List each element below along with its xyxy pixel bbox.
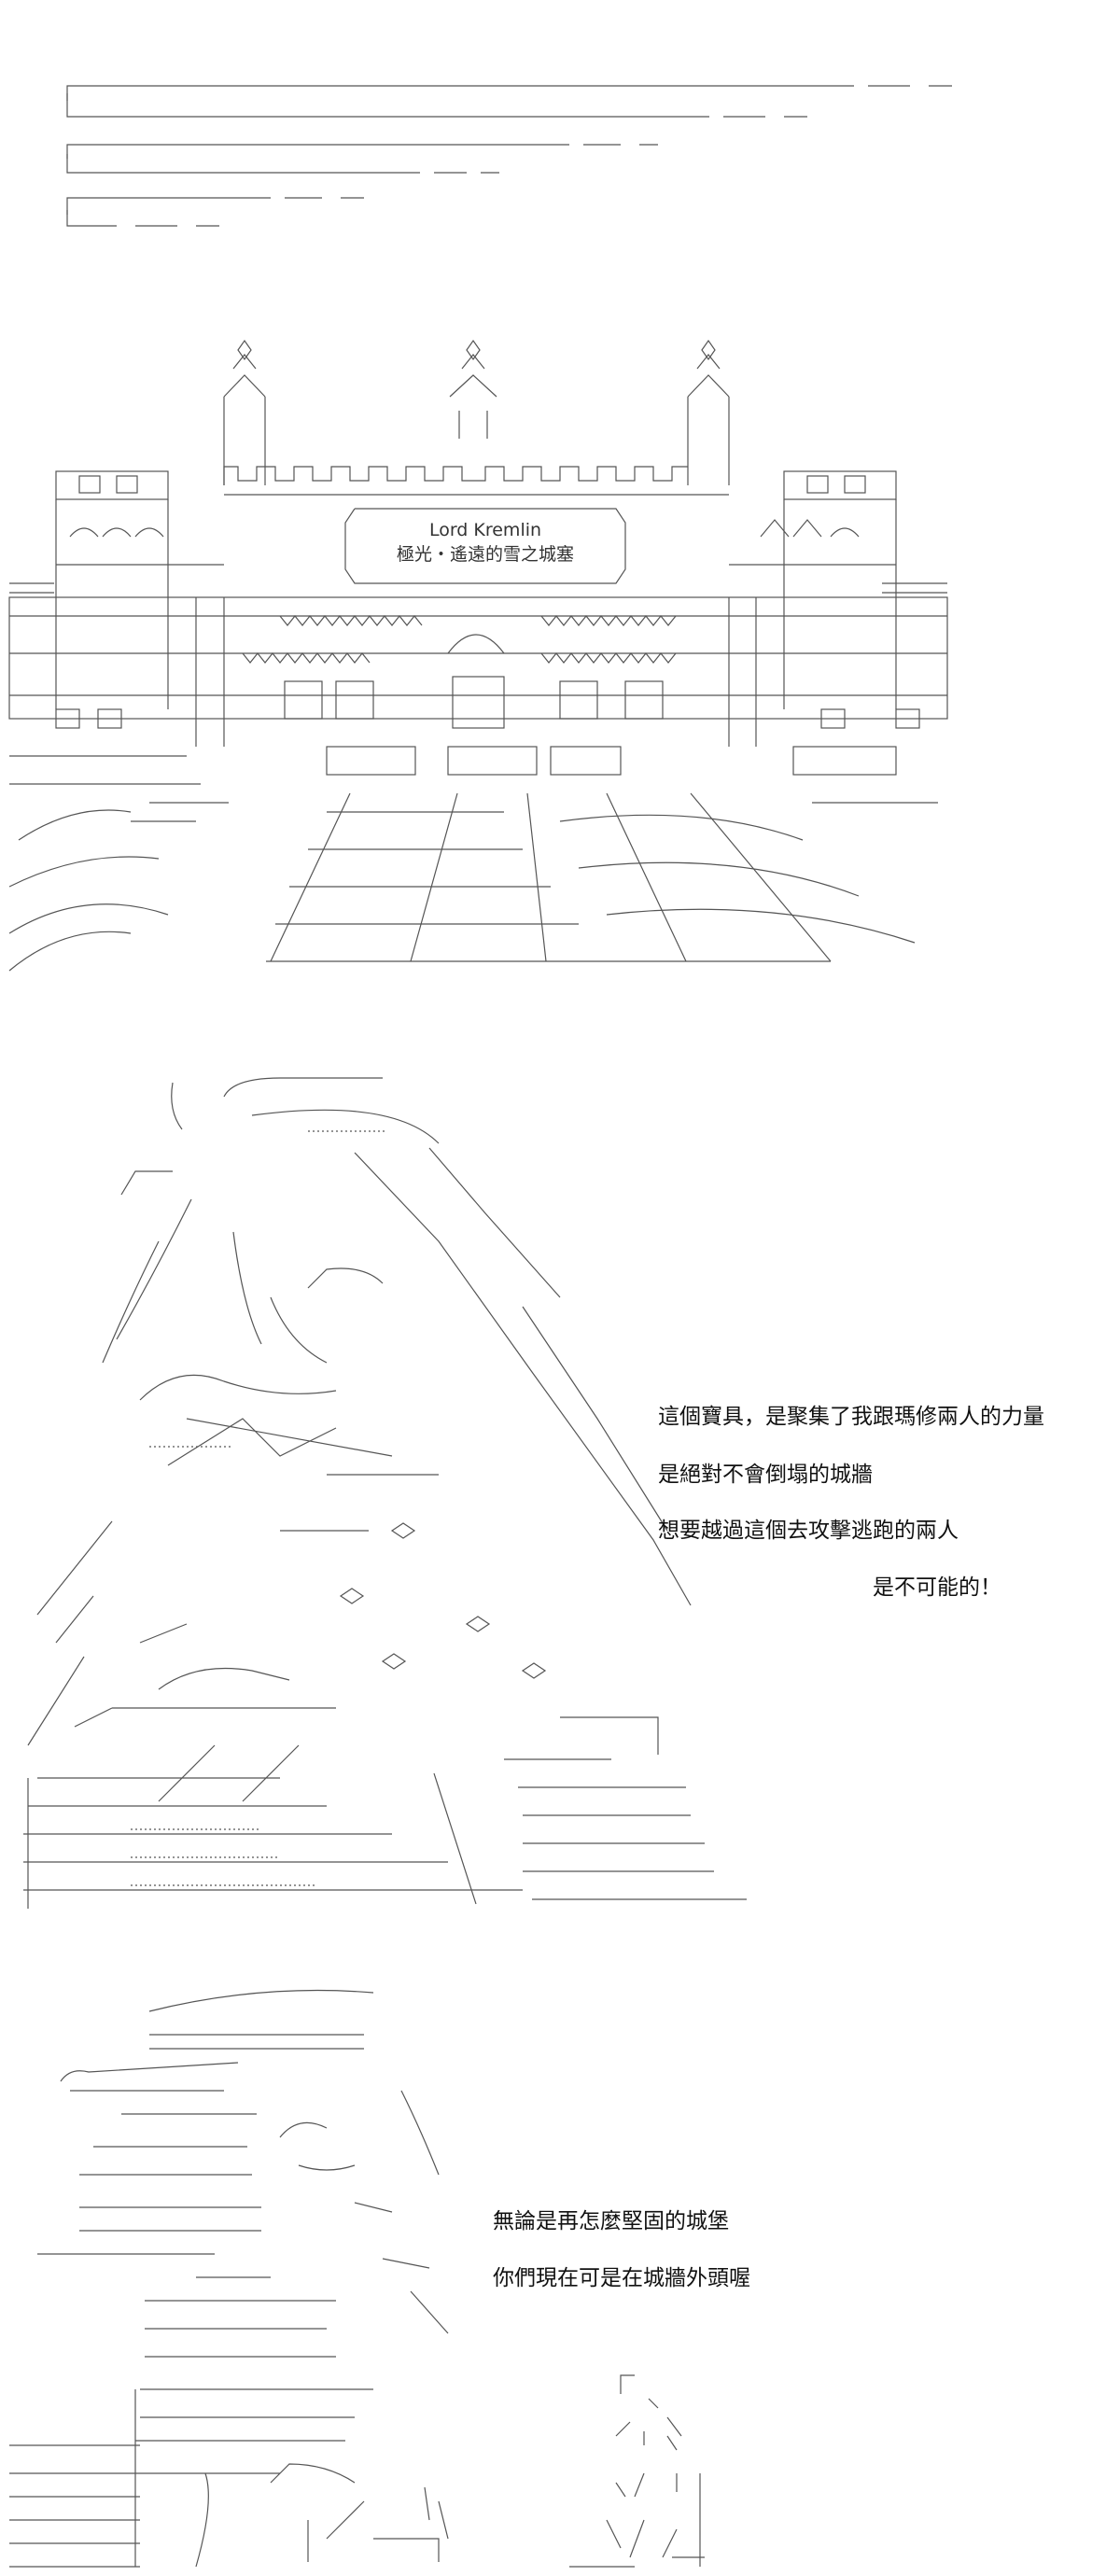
second-character-art	[9, 1989, 705, 2568]
dialogue-line-4: 是不可能的！	[873, 1575, 1001, 1600]
top-bracket-lines	[66, 85, 952, 227]
dialogue-line-5: 無論是再怎麼堅固的城堡	[493, 2209, 729, 2233]
mash-shading	[131, 1130, 387, 1886]
dialogue-line-1: 這個寶具，是聚集了我跟瑪修兩人的力量	[658, 1405, 1044, 1429]
castle-name-english: Lord Kremlin	[428, 520, 542, 540]
nameplate-frame	[344, 508, 626, 584]
wall-texture	[242, 615, 677, 664]
castle-artwork	[8, 339, 948, 972]
castle-name-chinese: 極光・遙遠的雪之城塞	[396, 543, 574, 565]
dialogue-line-3: 想要越過這個去攻擊逃跑的兩人	[658, 1519, 959, 1543]
castle-nameplate: Lord Kremlin 極光・遙遠的雪之城塞	[350, 519, 621, 567]
dialogue-line-6: 你們現在可是在城牆外頭喔	[493, 2266, 750, 2290]
dialogue-line-2: 是絕對不會倒塌的城牆	[658, 1463, 873, 1487]
mash-character-art	[23, 1077, 747, 1909]
